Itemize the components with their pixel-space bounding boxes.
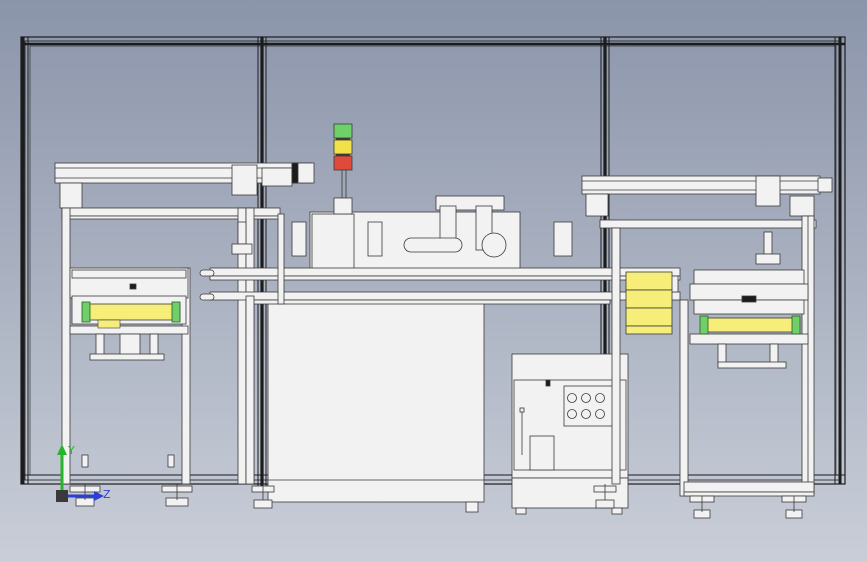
center-machine: [199, 170, 681, 513]
axis-z-label: Z: [103, 488, 111, 501]
left-roller: [81, 301, 181, 329]
right-stack-block: [625, 271, 673, 335]
axis-triad-icon: Y Z: [56, 444, 111, 502]
signal-tower-icon: [333, 123, 353, 171]
center-feet: [251, 484, 617, 509]
axis-y-label: Y: [67, 444, 75, 457]
right-feeder-module: [581, 175, 833, 519]
right-roller: [699, 315, 801, 335]
